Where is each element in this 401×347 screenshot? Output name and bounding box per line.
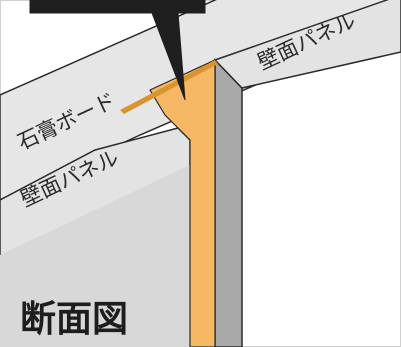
wall-panel-right-band bbox=[213, 0, 401, 89]
lower-wall-surface bbox=[0, 165, 190, 347]
callout-pointer bbox=[29, 0, 206, 101]
wall-panel-right-side bbox=[214, 58, 243, 347]
figure-caption: 断面図 bbox=[20, 299, 129, 340]
core-stud-edge bbox=[120, 60, 218, 114]
